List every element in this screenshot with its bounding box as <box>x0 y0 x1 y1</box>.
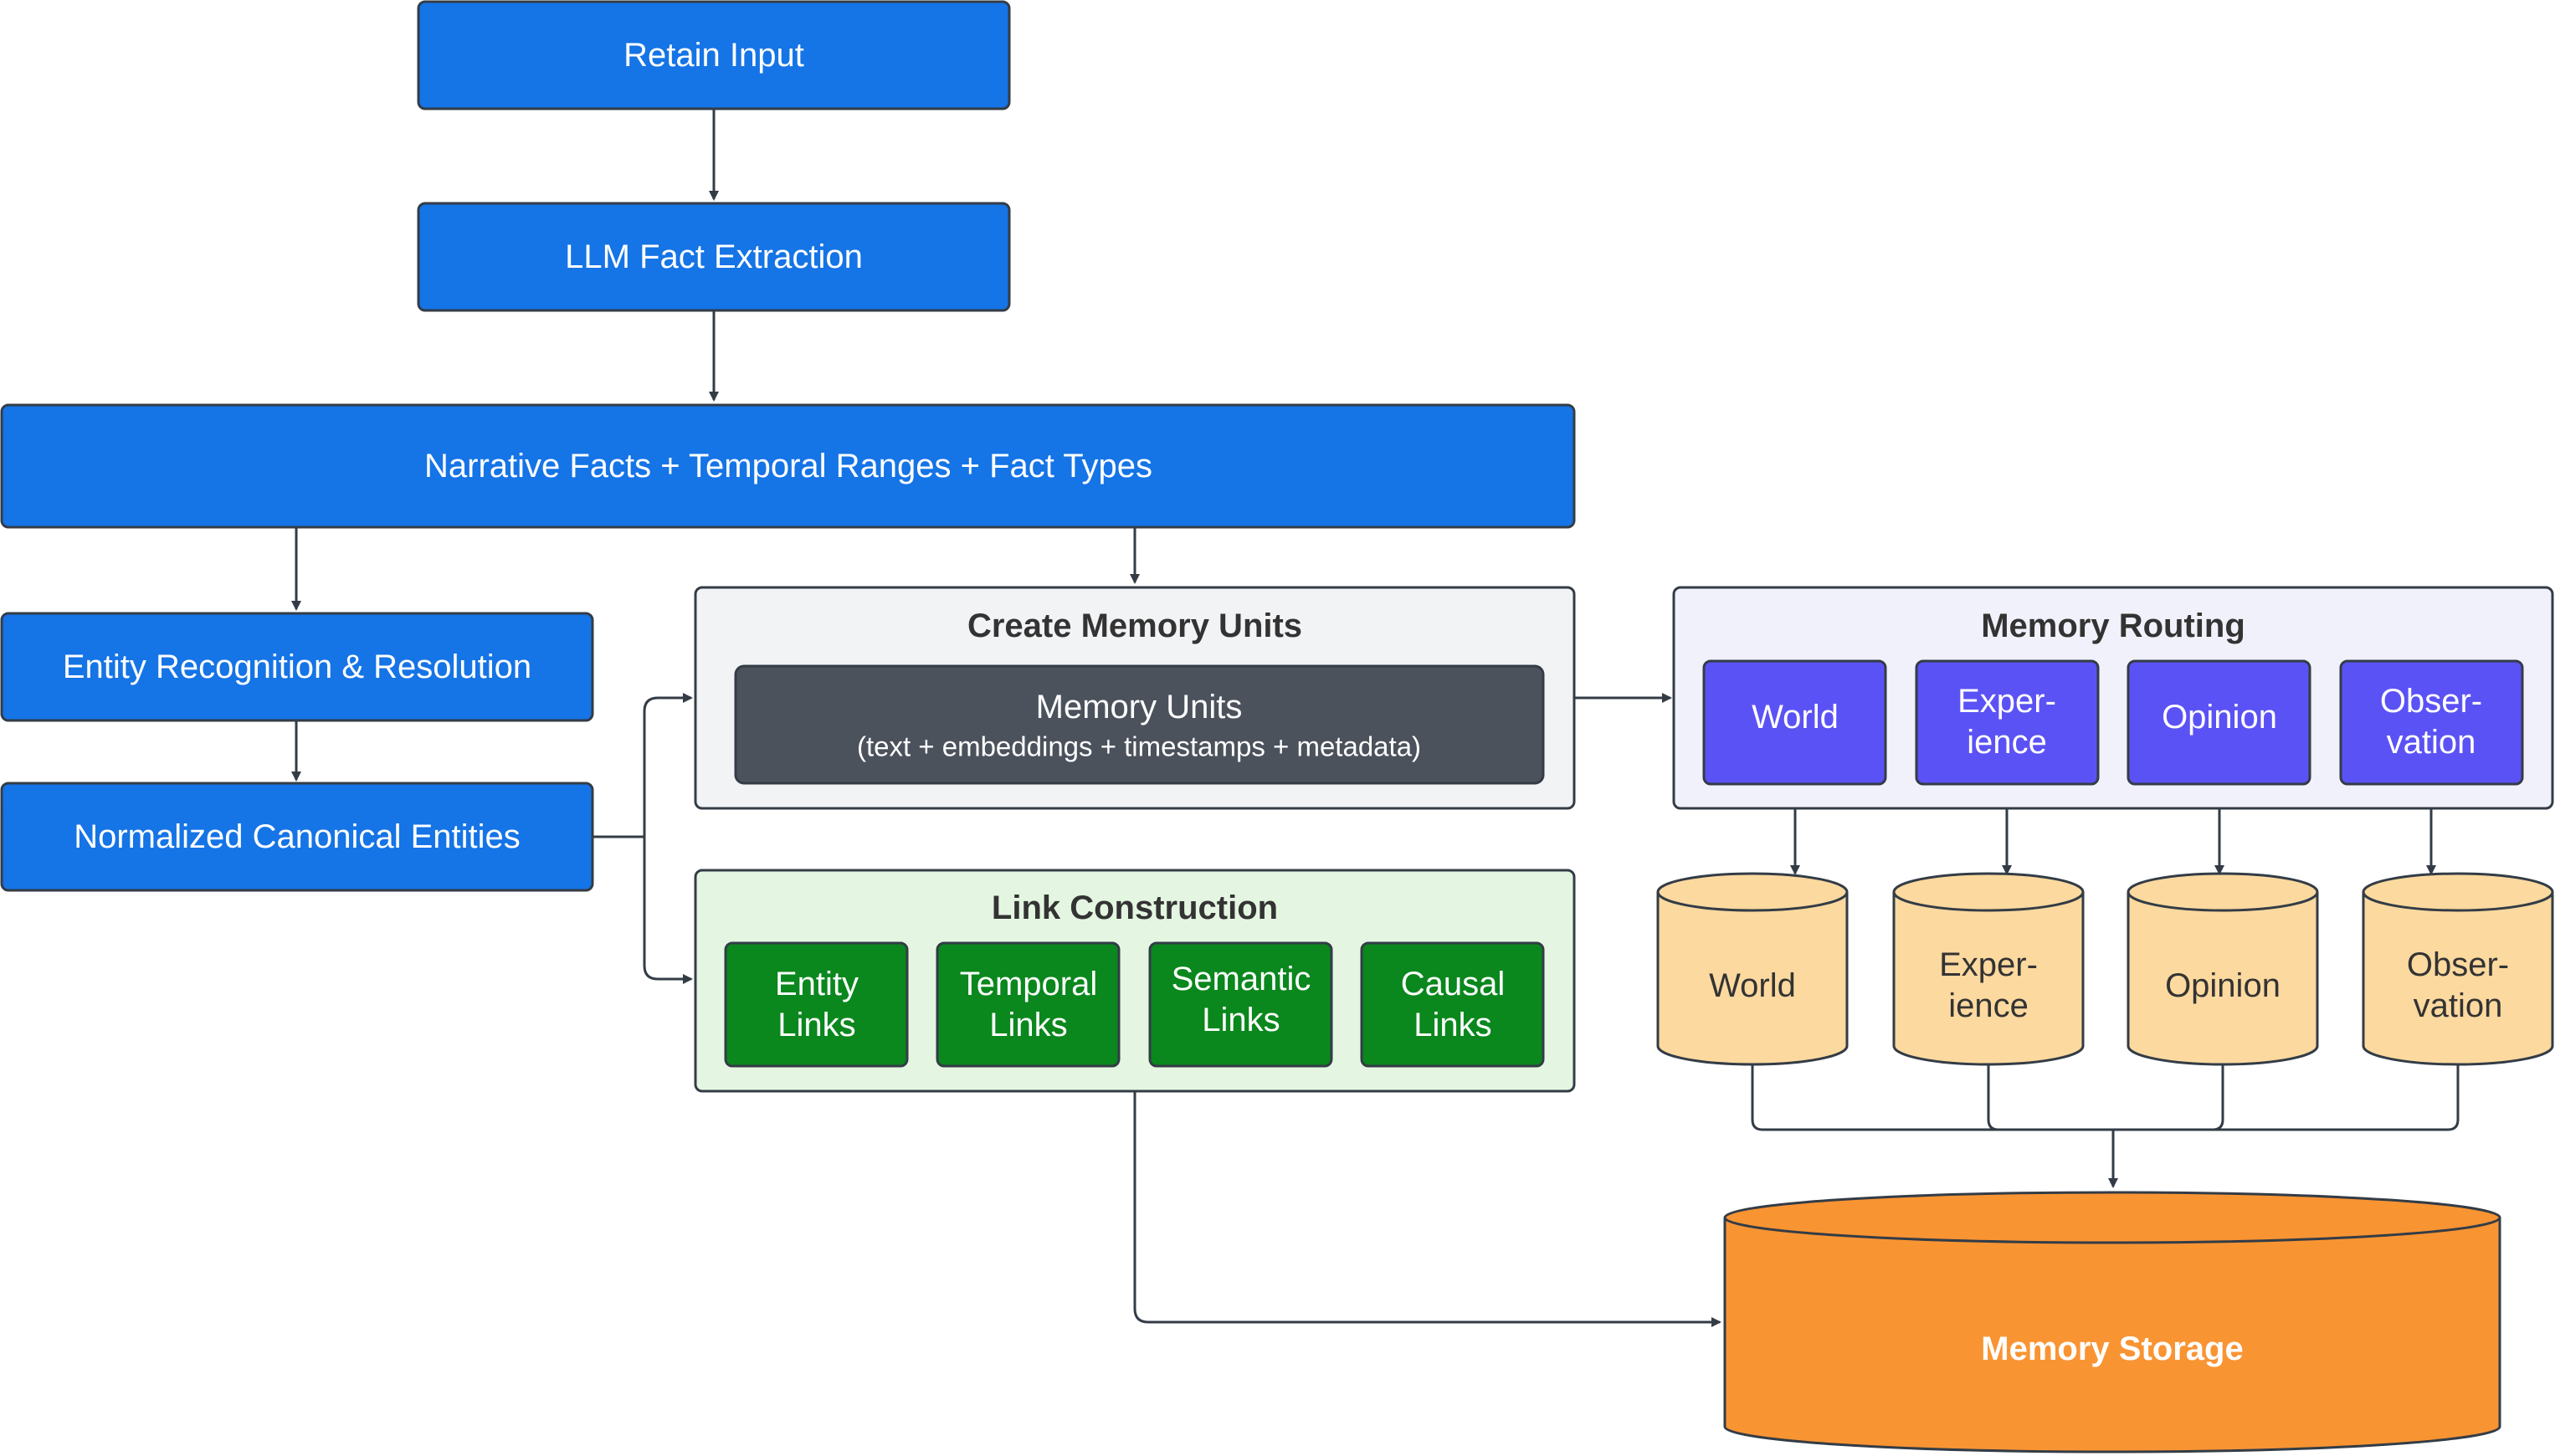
store-world-label: World <box>1709 967 1796 1004</box>
memory-routing-panel[interactable]: Memory Routing World Exper- ience Opinio… <box>1672 586 2554 810</box>
llm-fact-extraction-node[interactable]: LLM Fact Extraction <box>417 202 1011 312</box>
store-observation-line1: Obser- <box>2407 946 2509 983</box>
semantic-links-line1: Semantic <box>1172 961 1311 997</box>
route-experience-line2: ience <box>1967 724 2047 761</box>
causal-links-line2: Links <box>1413 1007 1491 1043</box>
normalized-entities-label: Normalized Canonical Entities <box>74 818 521 855</box>
memory-routing-title: Memory Routing <box>1981 608 2245 644</box>
temporal-links-line2: Links <box>989 1007 1067 1043</box>
entity-recognition-node[interactable]: Entity Recognition & Resolution <box>0 612 594 722</box>
create-memory-units-panel[interactable]: Create Memory Units Memory Units (text +… <box>694 586 1576 810</box>
entity-links-box[interactable]: Entity Links <box>724 941 909 1068</box>
route-experience-line1: Exper- <box>1957 683 2056 720</box>
link-construction-title: Link Construction <box>992 889 1278 926</box>
entity-recognition-label: Entity Recognition & Resolution <box>63 649 531 685</box>
llm-fact-extraction-label: LLM Fact Extraction <box>565 238 863 275</box>
semantic-links-box[interactable]: Semantic Links <box>1148 941 1333 1068</box>
route-world-box[interactable]: World <box>1702 659 1887 786</box>
arrow-link-construction-to-storage <box>1133 1091 1721 1327</box>
store-observation-cylinder[interactable]: Obser- vation <box>2362 872 2554 1066</box>
narrative-facts-label: Narrative Facts + Temporal Ranges + Fact… <box>424 448 1152 484</box>
store-experience-line1: Exper- <box>1939 946 2038 983</box>
memory-storage-cylinder[interactable]: Memory Storage <box>1723 1191 2501 1453</box>
entity-links-line1: Entity <box>775 966 859 1002</box>
route-experience-box[interactable]: Exper- ience <box>1915 659 2100 786</box>
causal-links-line1: Causal <box>1401 966 1506 1002</box>
store-world-cylinder[interactable]: World <box>1656 872 1849 1066</box>
semantic-links-line2: Links <box>1202 1002 1280 1038</box>
route-opinion-label: Opinion <box>2162 699 2277 736</box>
memory-storage-label: Memory Storage <box>1981 1330 2243 1367</box>
memory-units-subtitle: (text + embeddings + timestamps + metada… <box>857 731 1421 762</box>
memory-units-box[interactable]: Memory Units (text + embeddings + timest… <box>734 664 1545 785</box>
route-observation-line2: vation <box>2387 724 2476 761</box>
retain-input-node[interactable]: Retain Input <box>417 0 1011 110</box>
entity-links-line2: Links <box>777 1007 855 1043</box>
temporal-links-line1: Temporal <box>960 966 1098 1002</box>
store-opinion-cylinder[interactable]: Opinion <box>2127 872 2319 1066</box>
memory-units-title: Memory Units <box>1036 689 1243 725</box>
retain-input-label: Retain Input <box>623 37 804 74</box>
create-memory-units-title: Create Memory Units <box>967 608 1302 644</box>
route-observation-line1: Obser- <box>2380 683 2482 720</box>
causal-links-box[interactable]: Causal Links <box>1360 941 1545 1068</box>
line-stores-to-storage <box>1751 1064 2460 1187</box>
route-world-label: World <box>1752 699 1839 736</box>
arrow-normalized-to-create-units <box>593 693 693 838</box>
arrow-normalized-to-link-construction <box>643 837 693 984</box>
temporal-links-box[interactable]: Temporal Links <box>936 941 1121 1068</box>
route-observation-box[interactable]: Obser- vation <box>2339 659 2524 786</box>
store-experience-cylinder[interactable]: Exper- ience <box>1892 872 2085 1066</box>
store-opinion-label: Opinion <box>2165 967 2281 1004</box>
link-construction-panel[interactable]: Link Construction Entity Links Temporal … <box>694 869 1576 1093</box>
store-observation-line2: vation <box>2414 987 2503 1024</box>
narrative-facts-node[interactable]: Narrative Facts + Temporal Ranges + Fact… <box>0 403 1576 529</box>
normalized-entities-node[interactable]: Normalized Canonical Entities <box>0 782 594 892</box>
route-opinion-box[interactable]: Opinion <box>2127 659 2311 786</box>
store-experience-line2: ience <box>1948 987 2029 1024</box>
